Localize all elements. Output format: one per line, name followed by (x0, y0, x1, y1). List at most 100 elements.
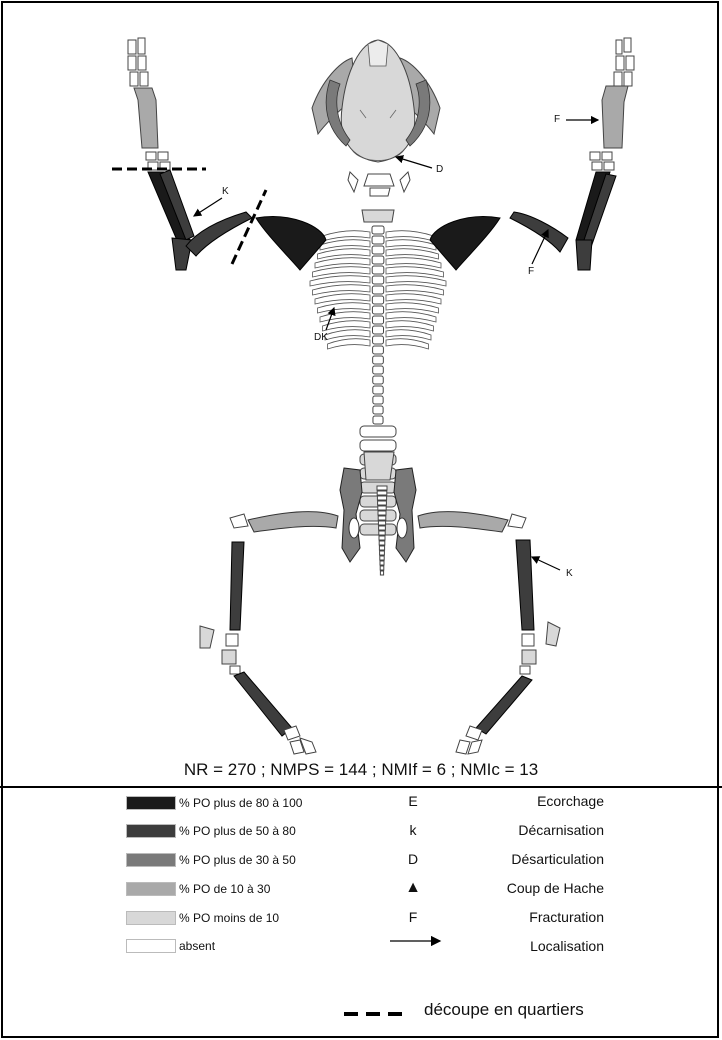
caudal-vertebra (378, 506, 386, 510)
section-divider (0, 786, 722, 788)
legend-swatch (126, 882, 176, 896)
legend-row: % PO plus de 80 à 100 (126, 794, 302, 812)
rib (323, 231, 371, 241)
arrow-k-right-tibia (532, 557, 560, 570)
vertebra (373, 406, 383, 414)
rib (386, 240, 436, 250)
legend-swatch (126, 796, 176, 810)
code-label: Localisation (530, 938, 604, 954)
vertebra (372, 306, 383, 314)
legend-swatch (126, 824, 176, 838)
arrow-k-left-humerus (194, 198, 222, 216)
vertebra (373, 376, 384, 384)
lumbar-vertebra (360, 440, 396, 451)
rib (318, 303, 371, 313)
caudal-vertebra (377, 496, 386, 500)
legend-row: % PO plus de 50 à 80 (126, 822, 296, 840)
rib (325, 330, 370, 340)
caudal-vertebra (377, 486, 387, 490)
code-label: découpe en quartiers (424, 1000, 584, 1020)
vertebra (372, 236, 384, 244)
vertebra (373, 336, 384, 344)
rib (323, 321, 371, 331)
rib (386, 303, 439, 313)
rib (386, 249, 439, 259)
vertebra (373, 396, 383, 404)
rib (386, 276, 446, 286)
rib (320, 240, 370, 250)
arrow-d-head (396, 157, 432, 168)
legend-label: absent (179, 939, 215, 953)
left-forelimb (128, 38, 252, 270)
vertebra (372, 226, 384, 234)
rib (386, 285, 444, 295)
legend-row: % PO plus de 30 à 50 (126, 851, 296, 869)
legend-label: % PO de 10 à 30 (179, 882, 270, 896)
code-label: Désarticulation (511, 851, 604, 867)
caudal-vertebra (380, 561, 384, 565)
legend-swatch (126, 911, 176, 925)
legend-row: absent (126, 937, 215, 955)
skeleton-diagram (0, 0, 722, 760)
code-label: Décarnisation (518, 822, 604, 838)
caudal-vertebra (379, 536, 385, 540)
vertebra (373, 366, 384, 374)
left-scapula (256, 217, 326, 270)
stats-line: NR = 270 ; NMPS = 144 ; NMIf = 6 ; NMIc … (0, 760, 722, 780)
vertebra (372, 276, 384, 284)
legend-swatch (126, 853, 176, 867)
legend-label: % PO plus de 80 à 100 (179, 796, 302, 810)
vertebra (372, 316, 383, 324)
skull (312, 40, 440, 162)
caudal-vertebra (378, 516, 386, 520)
rib (386, 312, 436, 322)
right-hindlimb (418, 512, 560, 754)
legend-swatch (126, 939, 176, 953)
dashed-line-icon (342, 1008, 408, 1020)
vertebra (372, 296, 383, 304)
caudal-vertebra (378, 521, 385, 525)
annotation-d: D (436, 164, 443, 175)
legend-label: % PO plus de 50 à 80 (179, 824, 296, 838)
rib (310, 276, 370, 286)
rib (315, 258, 370, 268)
caudal-vertebra (379, 541, 385, 545)
lumbar-vertebra (360, 426, 396, 437)
lumbar-vertebra (360, 524, 396, 535)
rib (386, 339, 429, 349)
rib (386, 231, 434, 241)
vertebra (373, 356, 384, 364)
rib (386, 267, 444, 277)
annotation-k: K (222, 186, 229, 197)
code-label: Fracturation (529, 909, 604, 925)
arrow-icon (388, 934, 444, 948)
annotation-dk: DK (314, 332, 328, 343)
annotation-k: K (566, 568, 573, 579)
rib (386, 330, 431, 340)
vertebra (373, 416, 383, 424)
rib (320, 312, 370, 322)
rib (386, 321, 434, 331)
caudal-vertebra (378, 511, 386, 515)
annotation-f: F (528, 266, 534, 277)
caudal-vertebra (380, 571, 383, 575)
code-label: Ecorchage (537, 793, 604, 809)
cervical-area (348, 172, 410, 222)
legend-row: % PO de 10 à 30 (126, 880, 270, 898)
right-scapula (430, 217, 500, 270)
rib (386, 294, 441, 304)
code-symbol-k: k (398, 822, 428, 838)
code-symbol-d: D (398, 851, 428, 867)
caudal-vertebra (380, 566, 384, 570)
vertebra (372, 266, 384, 274)
left-hindlimb (200, 512, 338, 754)
legend-label: % PO moins de 10 (179, 911, 279, 925)
code-symbol-e: E (398, 793, 428, 809)
vertebra (372, 286, 383, 294)
caudal-vertebra (380, 556, 384, 560)
vertebra (373, 346, 384, 354)
triangle-icon: ▲ (398, 879, 428, 897)
caudal-vertebra (380, 551, 385, 555)
caudal-vertebra (377, 491, 387, 495)
vertebra (372, 256, 384, 264)
